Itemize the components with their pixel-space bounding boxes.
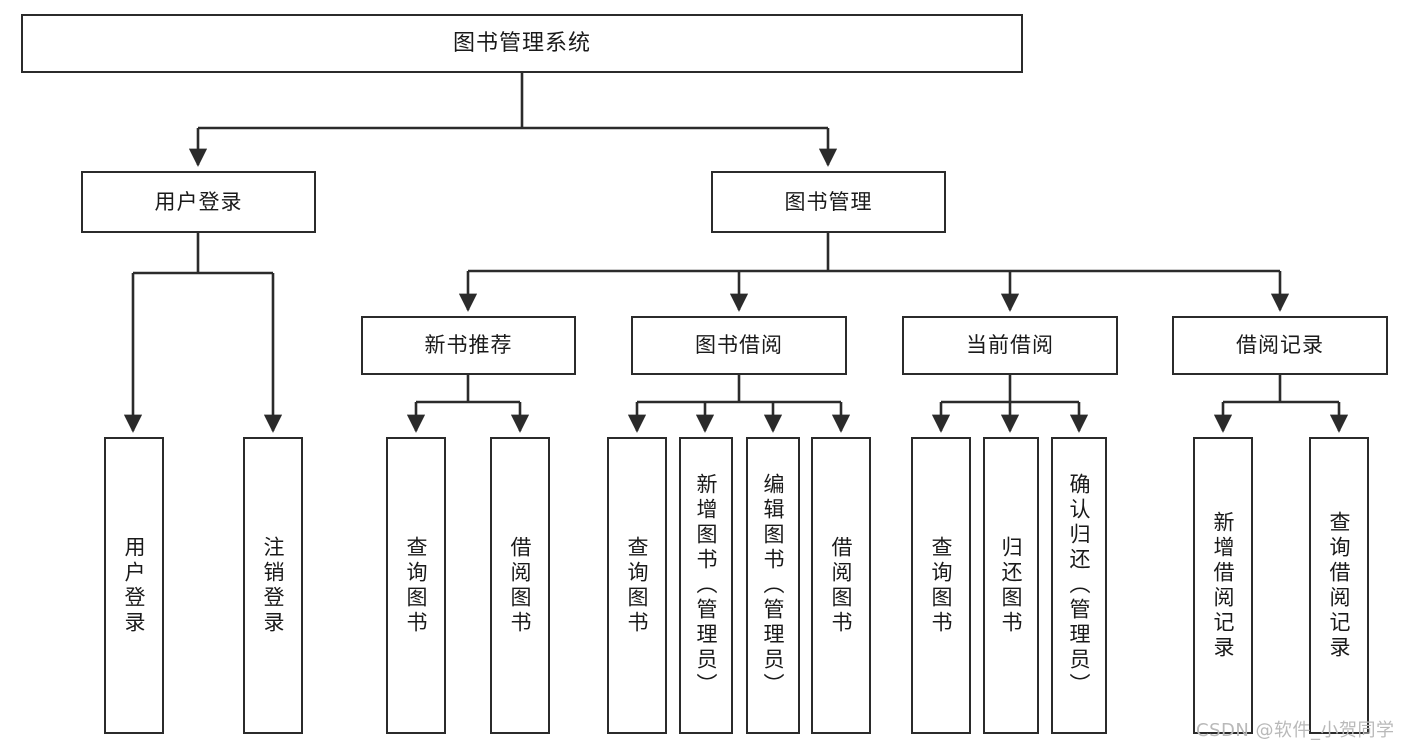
leaf-bb-borrow-book[interactable]: 借阅图书 bbox=[811, 437, 871, 734]
leaf-cb-confirm-return[interactable]: 确认归还（管理员） bbox=[1051, 437, 1107, 734]
leaf-br-query-record[interactable]: 查询借阅记录 bbox=[1309, 437, 1369, 734]
leaf-cb-query-book[interactable]: 查询图书 bbox=[911, 437, 971, 734]
node-book-manage-label: 图书管理 bbox=[784, 189, 873, 214]
node-borrow-record[interactable]: 借阅记录 bbox=[1172, 316, 1388, 375]
node-user-login[interactable]: 用户登录 bbox=[81, 171, 316, 233]
leaf-cb-return-book-label: 归还图书 bbox=[999, 535, 1024, 636]
node-user-login-label: 用户登录 bbox=[154, 189, 243, 214]
leaf-cb-query-book-label: 查询图书 bbox=[929, 535, 954, 636]
leaf-nb-query-book[interactable]: 查询图书 bbox=[386, 437, 446, 734]
leaf-br-add-record[interactable]: 新增借阅记录 bbox=[1193, 437, 1253, 734]
leaf-bb-add-book-label: 新增图书（管理员） bbox=[694, 473, 719, 698]
leaf-bb-edit-book[interactable]: 编辑图书（管理员） bbox=[746, 437, 800, 734]
leaf-bb-query-book[interactable]: 查询图书 bbox=[607, 437, 667, 734]
leaf-bb-add-book[interactable]: 新增图书（管理员） bbox=[679, 437, 733, 734]
leaf-br-query-record-label: 查询借阅记录 bbox=[1327, 510, 1352, 661]
leaf-br-add-record-label: 新增借阅记录 bbox=[1211, 510, 1236, 661]
leaf-nb-borrow-book-label: 借阅图书 bbox=[508, 535, 533, 636]
node-new-book-recommend[interactable]: 新书推荐 bbox=[361, 316, 576, 375]
csdn-watermark: CSDN @软件_小贺同学 bbox=[1196, 720, 1395, 741]
leaf-logout[interactable]: 注销登录 bbox=[243, 437, 303, 734]
node-book-borrow-label: 图书借阅 bbox=[695, 333, 783, 358]
node-current-borrow-label: 当前借阅 bbox=[966, 333, 1054, 358]
node-current-borrow[interactable]: 当前借阅 bbox=[902, 316, 1118, 375]
node-borrow-record-label: 借阅记录 bbox=[1236, 333, 1324, 358]
node-book-borrow[interactable]: 图书借阅 bbox=[631, 316, 847, 375]
leaf-logout-label: 注销登录 bbox=[261, 535, 286, 636]
node-root[interactable]: 图书管理系统 bbox=[21, 14, 1023, 73]
leaf-nb-borrow-book[interactable]: 借阅图书 bbox=[490, 437, 550, 734]
leaf-bb-query-book-label: 查询图书 bbox=[625, 535, 650, 636]
node-new-book-recommend-label: 新书推荐 bbox=[424, 333, 513, 358]
node-book-manage[interactable]: 图书管理 bbox=[711, 171, 946, 233]
leaf-bb-edit-book-label: 编辑图书（管理员） bbox=[761, 473, 786, 698]
leaf-cb-return-book[interactable]: 归还图书 bbox=[983, 437, 1039, 734]
leaf-user-login[interactable]: 用户登录 bbox=[104, 437, 164, 734]
leaf-bb-borrow-book-label: 借阅图书 bbox=[829, 535, 854, 636]
leaf-user-login-label: 用户登录 bbox=[122, 535, 147, 636]
node-root-label: 图书管理系统 bbox=[452, 30, 591, 56]
leaf-cb-confirm-return-label: 确认归还（管理员） bbox=[1067, 473, 1092, 698]
leaf-nb-query-book-label: 查询图书 bbox=[404, 535, 429, 636]
